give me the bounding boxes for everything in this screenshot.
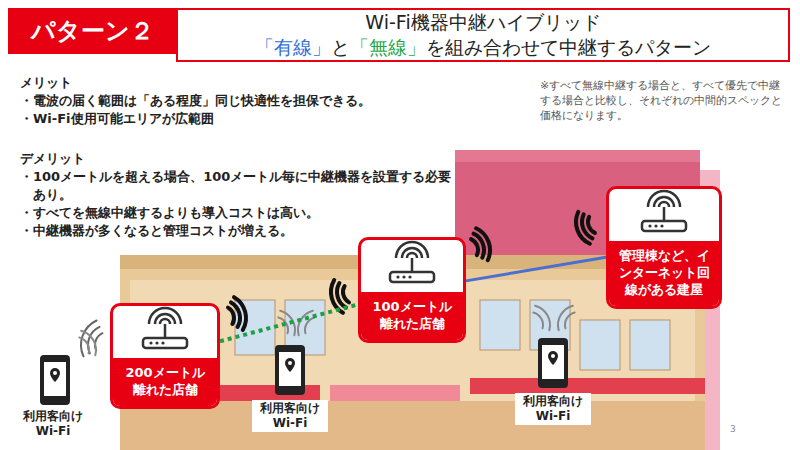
connector <box>466 257 606 281</box>
bullet-text: メリット <box>20 74 220 92</box>
device-label: 利用客向け Wi-Fi <box>515 393 591 425</box>
title-subline: 「有線」と「無線」を組み合わせて中継するパターン <box>176 35 790 59</box>
bullet-text: ・Wi-Fi使用可能エリアが広範囲 <box>20 110 450 128</box>
device-box: 管理棟など、インターネット回線がある建屋 <box>606 186 722 309</box>
title-text: Wi-Fi機器中継ハイブリッド <box>176 10 790 34</box>
wave-arc <box>234 297 246 330</box>
bullet-text: デメリット <box>20 150 220 168</box>
device-name: 100メートル 離れた店舗 <box>361 292 463 340</box>
wave-arc <box>588 217 595 233</box>
note-text: ※すべて無線中継する場合と、すべて優先で中継する場合と比較し、それぞれの中間的ス… <box>540 78 788 123</box>
wave-arc <box>331 280 343 313</box>
wave-arc <box>476 228 490 260</box>
wave-arc <box>558 306 573 330</box>
phone-icon <box>275 345 305 395</box>
wave-arc <box>565 312 575 328</box>
bullet-text: ・100メートルを超える場合、100メートル毎に中継機器を設置する必要あり。 <box>20 168 453 204</box>
title-part: 「無線」 <box>350 36 426 58</box>
router-icon <box>609 189 719 241</box>
wired-link <box>466 257 606 281</box>
title-part: を組み合わせて中継するパターン <box>426 36 711 58</box>
router-icon <box>113 306 217 358</box>
connector <box>220 304 358 341</box>
wave-arc <box>228 308 234 324</box>
wave-arc <box>582 214 592 238</box>
pattern-badge: パターン２ <box>8 8 176 54</box>
wave-arc <box>533 312 543 328</box>
wave-arc <box>343 286 349 302</box>
wave-arc <box>298 311 313 335</box>
device-label: 利用客向け Wi-Fi <box>15 408 91 440</box>
title-part: 「有線」 <box>255 36 331 58</box>
title-part: と <box>331 36 350 58</box>
wave-arc <box>81 331 96 355</box>
device-name: 管理棟など、インターネット回線がある建屋 <box>609 241 719 306</box>
wave-arc <box>231 302 240 327</box>
wireless-link <box>220 304 358 341</box>
device-box: 200メートル 離れた店舗 <box>110 303 220 409</box>
router-icon-area <box>361 240 463 292</box>
wave-arc <box>535 306 550 330</box>
device-box: 100メートル 離れた店舗 <box>358 237 466 343</box>
router-icon-area <box>113 306 217 358</box>
bullet-text: ・すべてを無線中継するよりも導入コストは高い。 <box>20 204 463 222</box>
phone-icon <box>538 338 568 388</box>
wave-arc <box>474 234 484 258</box>
device-name: 200メートル 離れた店舗 <box>113 358 217 406</box>
wave-arc <box>471 239 478 255</box>
pink-tower-top <box>455 150 700 162</box>
router-icon-area <box>609 189 719 241</box>
phone-icon <box>40 355 70 405</box>
wave-arc <box>337 283 346 308</box>
wave-arc <box>79 337 89 353</box>
device-label: 利用客向け Wi-Fi <box>252 400 328 432</box>
page-number: 3 <box>730 422 750 437</box>
bullet-text: ・電波の届く範囲は「ある程度」同じ快適性を担保できる。 <box>20 92 450 110</box>
router-icon <box>361 240 463 292</box>
badge-text: パターン２ <box>31 15 154 47</box>
wave-arc <box>576 212 590 244</box>
